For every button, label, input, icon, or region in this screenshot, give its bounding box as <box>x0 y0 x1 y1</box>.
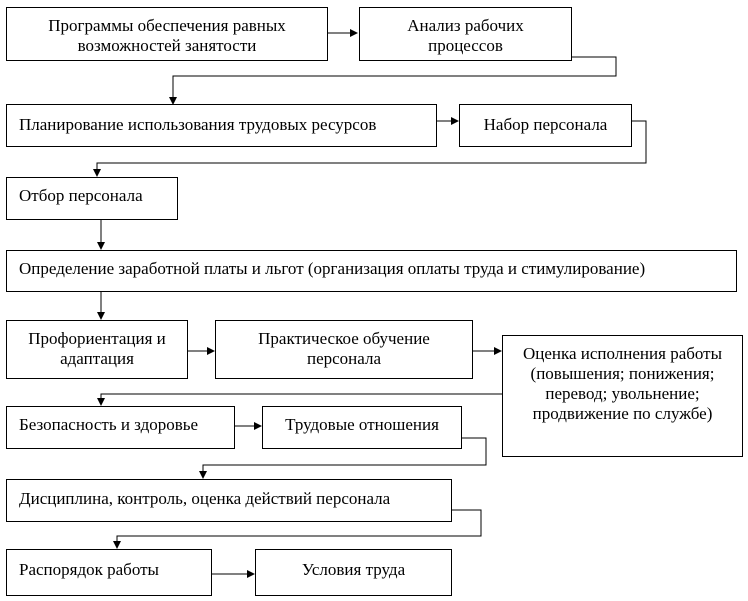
node-training: Практическое обучение персонала <box>215 320 473 379</box>
node-equal-employment: Программы обеспечения равных возможносте… <box>6 7 328 61</box>
node-labor-relations: Трудовые отношения <box>262 406 462 449</box>
arrow-discipline-to-schedule <box>113 509 482 549</box>
arrow-labor-to-discipline <box>199 437 487 479</box>
node-orientation: Профориентация и адаптация <box>6 320 188 379</box>
node-workforce-planning: Планирование использования трудовых ресу… <box>6 104 437 147</box>
node-performance-evaluation: Оценка исполнения работы (повышения; пон… <box>502 335 743 457</box>
node-recruitment: Набор персонала <box>459 104 632 147</box>
arrow-performance-to-safety <box>97 393 502 406</box>
node-selection: Отбор персонала <box>6 177 178 220</box>
node-work-conditions: Условия труда <box>255 549 452 596</box>
node-discipline: Дисциплина, контроль, оценка действий пе… <box>6 479 452 522</box>
node-safety: Безопасность и здоровье <box>6 406 235 449</box>
arrow-analysis-to-planning <box>169 56 617 105</box>
performance-title: Оценка исполнения работы <box>522 344 723 363</box>
performance-detail: (повышения; понижения; перевод; увольнен… <box>530 364 715 423</box>
node-compensation: Определение заработной платы и льгот (ор… <box>6 250 737 292</box>
node-work-schedule: Распорядок работы <box>6 549 212 596</box>
node-work-process-analysis: Анализ рабочих процессов <box>359 7 572 61</box>
arrow-recruitment-to-selection <box>93 120 647 177</box>
